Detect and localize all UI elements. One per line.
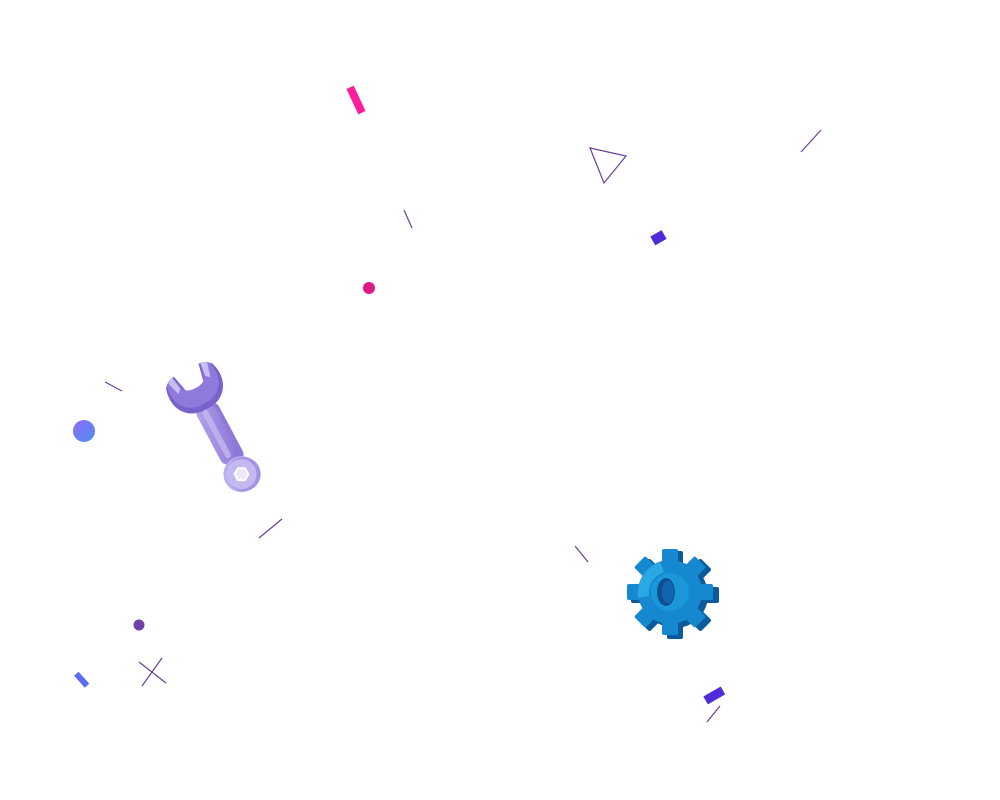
dot-gradient (73, 420, 95, 442)
dot-purple (133, 619, 145, 631)
cross-mark (138, 657, 167, 687)
confetti-rect-indigo (650, 230, 667, 246)
dot-magenta (363, 282, 375, 294)
confetti-rect-pink (346, 85, 366, 115)
line-stroke (403, 209, 413, 229)
wrench-icon (165, 362, 261, 493)
line-stroke (104, 381, 123, 392)
line-stroke (706, 705, 721, 723)
confetti-rect-blue (74, 671, 90, 688)
line-stroke (574, 545, 589, 563)
triangle-outline (589, 147, 628, 185)
line-stroke (258, 518, 283, 539)
line-stroke (800, 129, 822, 153)
confetti-rect-indigo (703, 686, 726, 705)
gear-icon (627, 549, 719, 639)
